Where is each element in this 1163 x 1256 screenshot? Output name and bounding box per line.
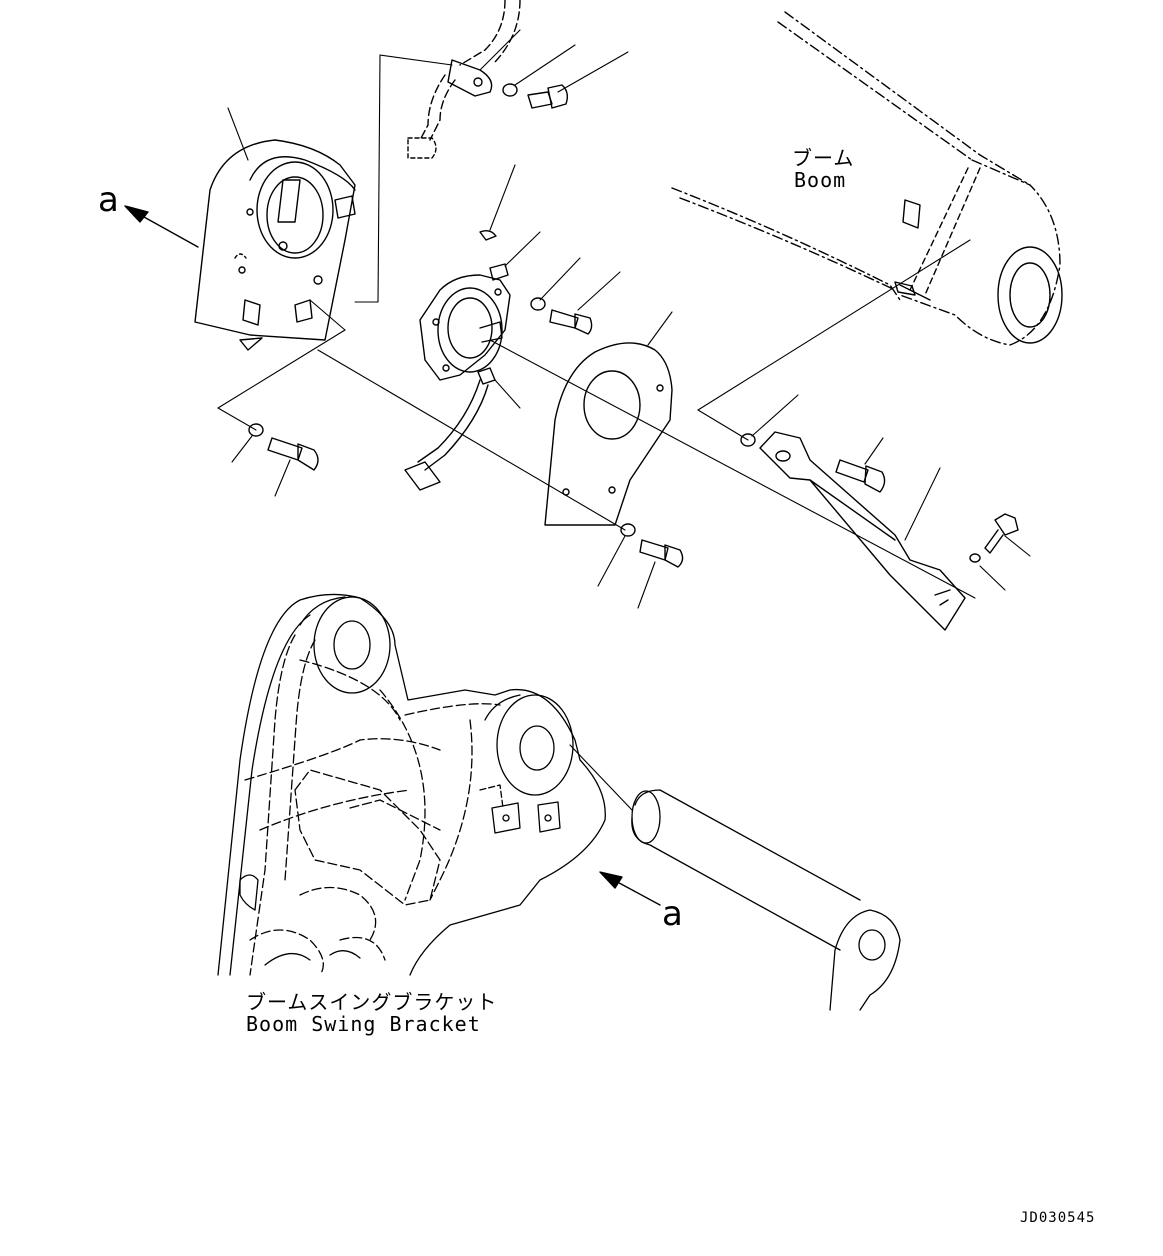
clamp-bolt xyxy=(527,84,569,109)
boom-outline xyxy=(671,11,1063,346)
sensor-wire xyxy=(404,367,496,491)
boom-bracket-tab xyxy=(894,281,916,296)
angle-sensor xyxy=(419,263,511,381)
sensor-arm xyxy=(759,431,966,631)
boom-label-jp: ブーム xyxy=(792,146,855,170)
arrow-a-lower xyxy=(599,871,661,906)
sensor-washer xyxy=(530,297,546,311)
plate-bolt xyxy=(639,539,684,568)
cable-clamp xyxy=(447,59,493,97)
center-lines xyxy=(217,54,976,811)
arrow-a-lower-label: a xyxy=(662,894,683,934)
bracket-label-en: Boom Swing Bracket xyxy=(246,1012,481,1036)
sensor-cover xyxy=(194,139,356,351)
drawing-code: JD030545 xyxy=(1020,1210,1096,1226)
mounting-plate xyxy=(544,342,673,526)
leader-lines xyxy=(227,29,1031,609)
arm-bolt xyxy=(835,459,886,493)
arm-washer xyxy=(740,433,756,447)
arm-end-bolt xyxy=(984,513,1019,554)
arrow-a-upper xyxy=(124,205,199,248)
cover-bolt xyxy=(267,437,319,471)
plate-washer xyxy=(620,523,636,537)
boom-label-en: Boom xyxy=(794,168,847,192)
bracket-label-jp: ブームスイングブラケット xyxy=(246,990,498,1014)
sensor-bolt xyxy=(549,309,593,335)
sensor-pin-key xyxy=(479,229,497,241)
sensor-cable xyxy=(407,0,521,159)
arrow-a-upper-label: a xyxy=(98,180,119,220)
cover-washer xyxy=(248,423,264,437)
bracket-pin xyxy=(631,789,901,1011)
arm-end-washer xyxy=(969,553,981,563)
boom-swing-bracket xyxy=(217,593,606,976)
clamp-washer xyxy=(502,83,518,97)
